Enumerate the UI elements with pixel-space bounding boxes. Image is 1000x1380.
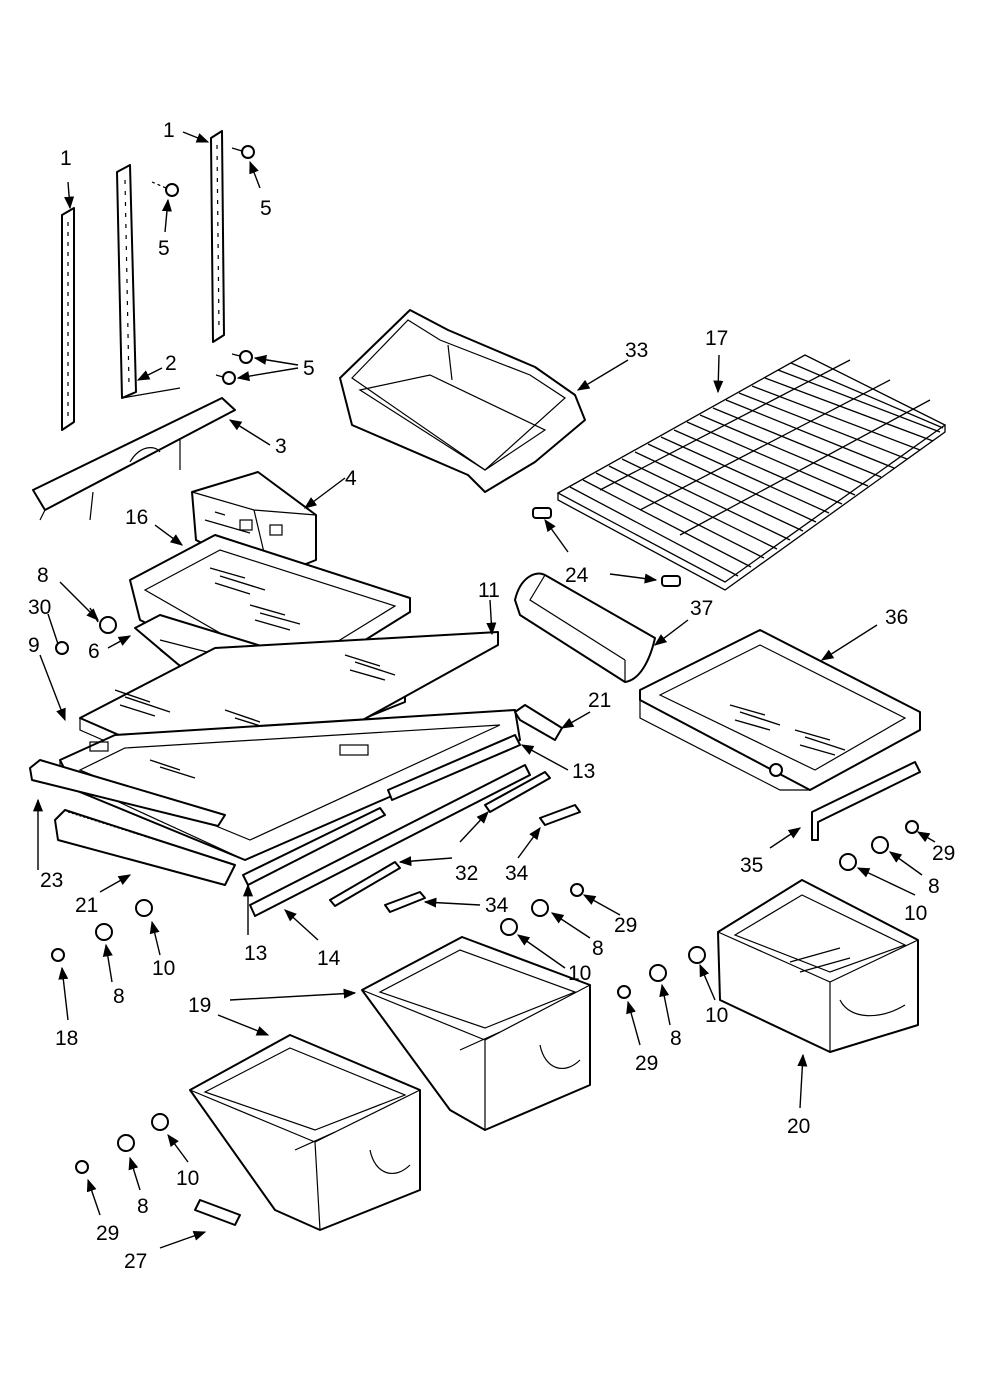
callout-24: 24 — [565, 564, 589, 587]
deflector — [194, 1199, 241, 1226]
trim-strip-13 — [242, 807, 386, 886]
callout-17: 17 — [705, 327, 728, 350]
callout-11: 11 — [478, 579, 500, 602]
callout-13a: 13 — [572, 760, 595, 783]
callout-labels: 1 1 2 3 4 5 5 5 6 8 8 8 8 8 8 9 10 10 10… — [28, 119, 955, 1273]
callout-1b: 1 — [163, 119, 175, 142]
bolt-icon — [617, 985, 631, 999]
callout-8b: 8 — [113, 985, 125, 1008]
callout-29c: 29 — [635, 1052, 658, 1075]
callout-8f: 8 — [137, 1195, 149, 1218]
deli-drawer — [339, 309, 586, 493]
washer-icon — [135, 899, 153, 917]
callout-21b: 21 — [75, 894, 98, 917]
callout-34a: 34 — [505, 862, 529, 885]
callout-33: 33 — [625, 339, 648, 362]
callout-4: 4 — [345, 467, 357, 490]
washer-icon — [500, 918, 518, 936]
washer-icon — [871, 836, 889, 854]
callout-8c: 8 — [592, 937, 604, 960]
screw-icon — [231, 145, 255, 159]
callout-21a: 21 — [588, 689, 611, 712]
shelf-rail-center — [116, 164, 181, 399]
callout-10d: 10 — [705, 1004, 728, 1027]
callout-8a: 8 — [37, 564, 49, 587]
screw-icon — [215, 371, 236, 385]
callout-13b: 13 — [244, 942, 267, 965]
bolt-icon — [570, 883, 584, 897]
shelf-pin-icon — [661, 575, 681, 587]
bolt-icon — [51, 948, 65, 962]
glass-shelf-right — [639, 629, 921, 791]
washer-icon — [95, 923, 113, 941]
callout-5a: 5 — [158, 237, 170, 260]
callout-5b: 5 — [260, 197, 272, 220]
callout-10e: 10 — [176, 1167, 199, 1190]
screw-icon — [151, 181, 179, 197]
washer-icon — [688, 946, 706, 964]
callout-16: 16 — [125, 506, 148, 529]
callout-29a: 29 — [614, 914, 637, 937]
washer-icon — [531, 899, 549, 917]
callout-29d: 29 — [96, 1222, 119, 1245]
callout-6: 6 — [88, 640, 100, 663]
shelf-divider-bracket — [32, 397, 236, 521]
callout-10b: 10 — [568, 962, 591, 985]
rear-trim-left — [54, 809, 236, 886]
shelf-slide-rail — [811, 761, 921, 841]
shelf-pin-icon — [532, 507, 552, 519]
callout-10c: 10 — [904, 902, 927, 925]
trim-right-upper — [514, 704, 563, 741]
shelf-rail-left — [61, 207, 75, 431]
callout-34b: 34 — [485, 894, 509, 917]
callout-9: 9 — [28, 634, 40, 657]
crisper-cover-trim — [514, 572, 656, 683]
callout-32: 32 — [455, 862, 478, 885]
washer-icon — [99, 616, 117, 634]
callout-3: 3 — [275, 435, 287, 458]
callout-29b: 29 — [932, 842, 955, 865]
crisper-drawer-left — [189, 1034, 421, 1231]
callout-14: 14 — [317, 947, 341, 970]
callout-37: 37 — [690, 597, 713, 620]
callout-5c: 5 — [303, 357, 315, 380]
wire-shelf — [556, 354, 947, 591]
callout-23: 23 — [40, 869, 63, 892]
bolt-icon — [75, 1160, 89, 1174]
callout-1a: 1 — [60, 147, 72, 170]
washer-icon — [649, 964, 667, 982]
callout-8e: 8 — [670, 1027, 682, 1050]
crisper-drawer-center — [361, 936, 591, 1131]
screw-icon — [231, 350, 253, 364]
callout-35: 35 — [740, 854, 763, 877]
bolt-icon — [905, 820, 919, 834]
callout-2: 2 — [165, 352, 177, 375]
slide-rail-32 — [329, 771, 551, 907]
crisper-drawer-right — [717, 879, 919, 1053]
callout-30: 30 — [28, 596, 51, 619]
trim-channel-13-upper — [387, 734, 521, 801]
washer-icon — [839, 853, 857, 871]
shelf-rail-right — [210, 130, 225, 343]
washer-icon — [117, 1134, 135, 1152]
bolt-icon — [55, 641, 69, 655]
callout-20: 20 — [787, 1115, 810, 1138]
callout-19: 19 — [188, 994, 211, 1017]
callout-36: 36 — [885, 606, 908, 629]
washer-icon — [151, 1113, 169, 1131]
callout-10a: 10 — [152, 957, 175, 980]
callout-18: 18 — [55, 1027, 78, 1050]
callout-27: 27 — [124, 1250, 147, 1273]
trim-strip-14 — [249, 764, 531, 917]
callout-8d: 8 — [928, 875, 940, 898]
leader-lines — [32, 131, 936, 1249]
front-trim-left — [29, 759, 226, 827]
